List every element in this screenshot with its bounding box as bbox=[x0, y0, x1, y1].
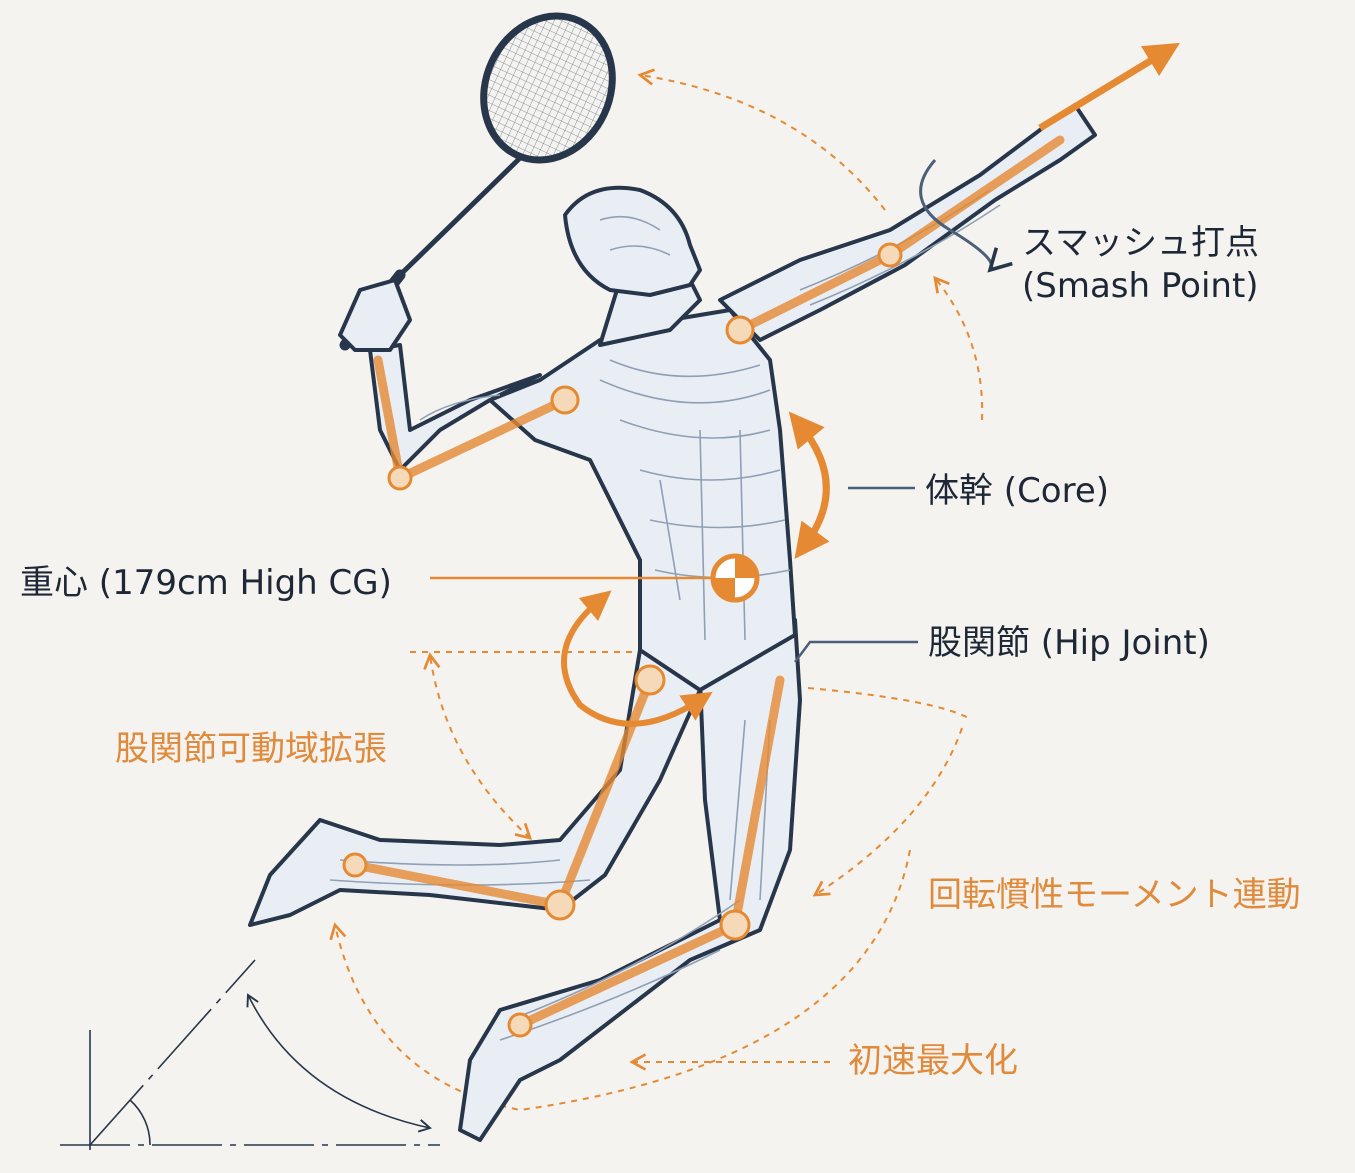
hip-range-expansion-label: 股関節可動域拡張 bbox=[115, 728, 387, 771]
angle-reference bbox=[60, 960, 440, 1150]
center-of-gravity-label: 重心 (179cm High CG) bbox=[20, 562, 392, 605]
hip-joint-label: 股関節 (Hip Joint) bbox=[928, 622, 1210, 665]
smash-point-label-jp: スマッシュ打点 bbox=[1022, 222, 1259, 265]
core-label: 体幹 (Core) bbox=[925, 470, 1109, 513]
core-rotation-arrow bbox=[800, 425, 826, 545]
smash-point-label: スマッシュ打点 (Smash Point) bbox=[1022, 222, 1259, 307]
smash-direction-arrow bbox=[1040, 52, 1165, 128]
initial-velocity-label: 初速最大化 bbox=[848, 1040, 1018, 1083]
smash-point-label-en: (Smash Point) bbox=[1022, 265, 1259, 308]
cg-marker-icon bbox=[713, 556, 757, 600]
rotational-inertia-label: 回転慣性モーメント連動 bbox=[928, 874, 1301, 917]
